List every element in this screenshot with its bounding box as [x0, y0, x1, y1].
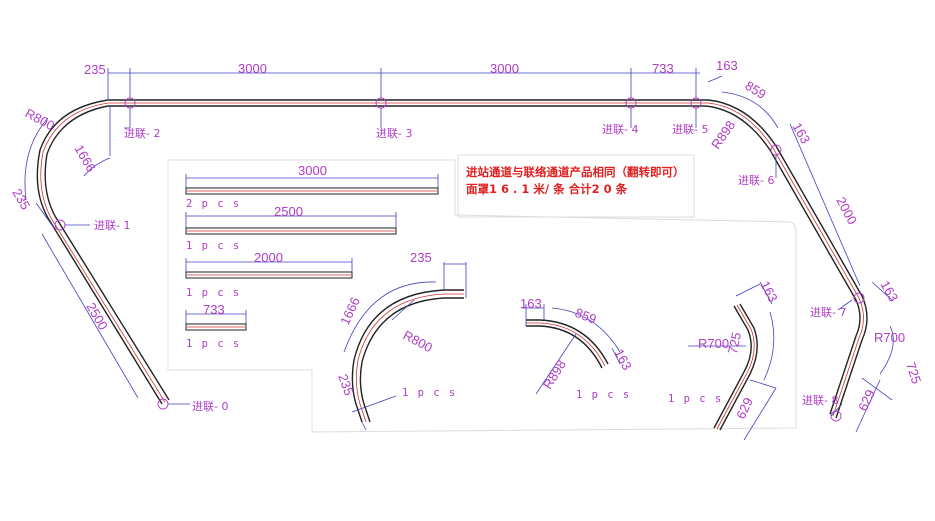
joint-markers [54, 97, 865, 422]
dim-1666-left: 1666 [71, 142, 98, 175]
dim-725-right: 725 [903, 360, 924, 385]
curve800-dim-1666: 1666 [337, 295, 363, 328]
dim-163-top: 163 [716, 58, 738, 73]
bar-733-dim: 733 [203, 302, 225, 317]
dim-163-right-lower: 163 [877, 278, 901, 304]
curve700-qty: 1 p c s [668, 393, 723, 405]
curve898-dim-163-side: 163 [611, 346, 634, 372]
joint-label-6: 进联- 6 [738, 174, 774, 187]
bar-733-qty: 1 p c s [186, 338, 241, 350]
dim-163-right-upper: 163 [789, 120, 813, 146]
bar-3000-qty: 2 p c s [186, 198, 241, 210]
curve800-qty: 1 p c s [402, 387, 457, 399]
dim-2000-right: 2000 [833, 194, 860, 227]
top-dimension-lines [107, 68, 894, 433]
joint-label-1: 进联- 1 [94, 219, 130, 232]
dim-r898-right: R898 [708, 118, 738, 152]
curve700-radius: R700 [698, 336, 729, 351]
left-dimension-lines [24, 106, 139, 399]
curve800-radius: R800 [401, 327, 435, 355]
joint-label-8: 进联- 8 [802, 394, 838, 407]
bar-2500-dim: 2500 [274, 204, 303, 219]
part-bar-2500: 2500 1 p c s [185, 204, 397, 252]
dim-r700-right: R700 [874, 330, 905, 345]
part-bar-733: 733 1 p c s [185, 302, 247, 350]
main-track [36, 99, 868, 419]
part-curve-r898: 163 859 R898 163 1 p c s [520, 296, 635, 401]
bar-3000-dim: 3000 [298, 163, 327, 178]
joint-7-marker [853, 292, 865, 304]
bar-2000-qty: 1 p c s [186, 287, 241, 299]
dim-235-left: 235 [9, 186, 33, 212]
bar-2500-qty: 1 p c s [186, 240, 241, 252]
curve898-radius: R898 [540, 357, 569, 391]
curve800-dim-235-top: 235 [410, 250, 432, 265]
curve700-dim-163: 163 [757, 278, 780, 304]
joint-label-5: 进联- 5 [672, 123, 708, 136]
joint-label-3: 进联- 3 [376, 127, 412, 140]
part-bar-2000: 2000 1 p c s [185, 250, 353, 299]
curve700-dim-725: 725 [725, 331, 744, 355]
part-bar-3000: 3000 2 p c s [185, 163, 439, 210]
joint-label-7: 进联- 7 [810, 306, 846, 319]
part-curve-r800: 235 1666 R800 235 1 p c s [335, 250, 467, 431]
bar-2000-dim: 2000 [254, 250, 283, 265]
note-line-1: 进站通道与联络通道产品相同（翻转即可） [466, 165, 685, 179]
curve898-qty: 1 p c s [576, 389, 631, 401]
curve800-dim-235-bottom: 235 [335, 372, 357, 398]
dim-235-top: 235 [84, 62, 106, 77]
joint-label-0: 进联- 0 [192, 400, 228, 413]
top-dimensions: 235 3000 3000 733 163 [84, 58, 738, 77]
joint-leaders [65, 108, 853, 417]
joint-label-2: 进联- 2 [124, 127, 160, 140]
dim-733: 733 [652, 61, 674, 76]
dim-2500-left: 2500 [83, 300, 110, 333]
joint-label-4: 进联- 4 [602, 123, 638, 136]
curve898-dim-163-top: 163 [520, 296, 542, 311]
product-note: 进站通道与联络通道产品相同（翻转即可） 面罩1 6 . 1 米/ 条 合计2 0… [466, 165, 685, 196]
joint-0-marker [157, 398, 169, 410]
note-line-2: 面罩1 6 . 1 米/ 条 合计2 0 条 [466, 182, 628, 196]
part-curve-r700: 163 R700 725 629 1 p c s [668, 278, 781, 441]
dim-3000-right: 3000 [490, 61, 519, 76]
parts-area-outline [167, 159, 797, 433]
right-dimensions: 859 R898 163 2000 163 R700 725 629 [708, 78, 924, 413]
note-box [457, 154, 695, 218]
dim-3000-left: 3000 [238, 61, 267, 76]
joint-labels: 进联- 0 进联- 1 进联- 2 进联- 3 进联- 4 进联- 5 进联- … [94, 123, 846, 413]
